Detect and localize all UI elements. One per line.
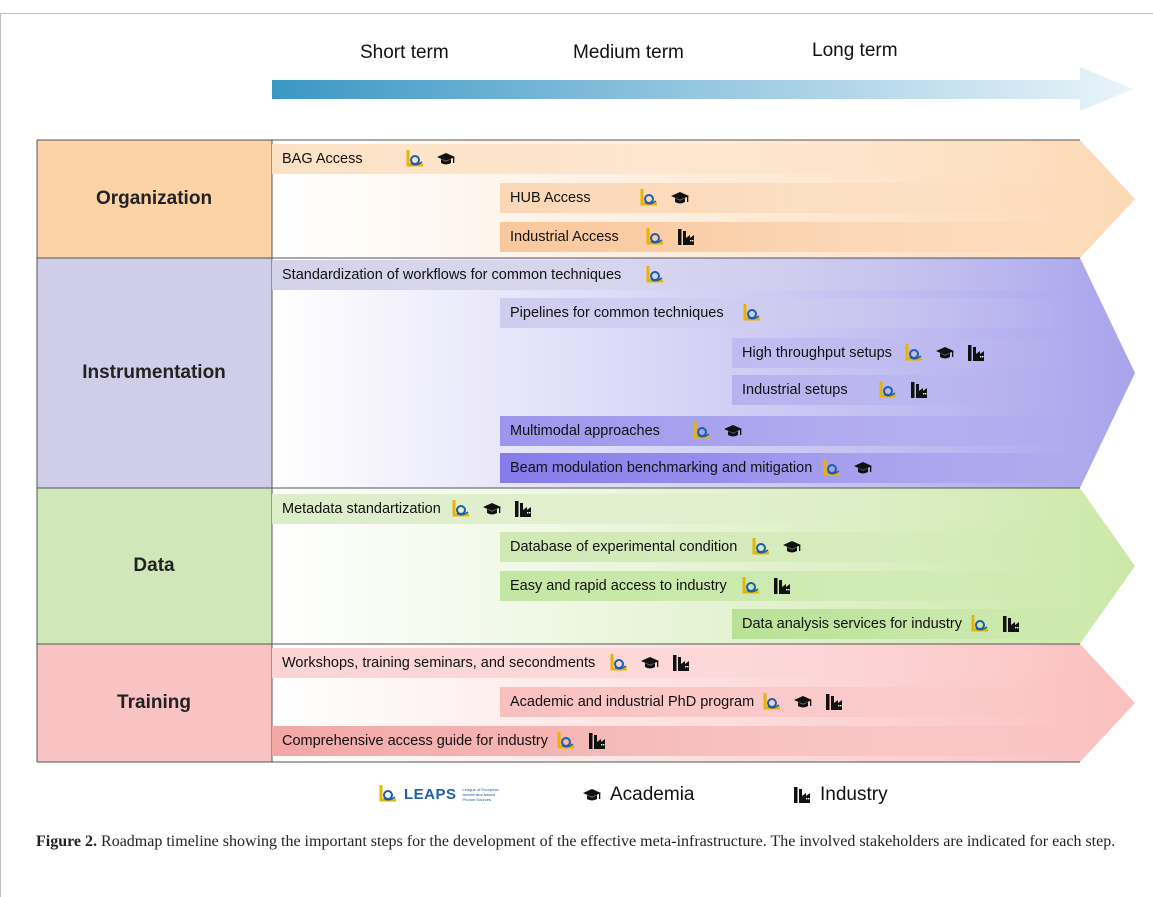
roadmap-diagram: Organization Instrumentation Data Traini… — [36, 139, 1135, 763]
phase-short-term: Short term — [360, 42, 449, 63]
industry-icon — [966, 343, 986, 363]
step-label: Academic and industrial PhD program — [510, 694, 755, 710]
academia-icon — [935, 343, 955, 363]
frame-top-border — [0, 13, 1153, 14]
industry-icon — [676, 227, 696, 247]
step-beam-modulation: Beam modulation benchmarking and mitigat… — [500, 453, 1080, 483]
step-label: Multimodal approaches — [510, 423, 660, 439]
step-label: Standardization of workflows for common … — [282, 267, 622, 283]
academia-icon — [436, 149, 456, 169]
legend-industry: Industry — [792, 784, 888, 806]
industry-icon — [909, 380, 929, 400]
category-label-cell — [37, 140, 272, 258]
industry-icon — [1001, 614, 1021, 634]
step-hub-access: HUB Access — [500, 183, 1080, 213]
leaps-tagline: League of European Accelerator-based Pho… — [462, 786, 499, 802]
step-bag-access: BAG Access — [272, 144, 1080, 174]
leaps-wordmark: LEAPS — [404, 785, 457, 803]
leaps-icon — [751, 537, 771, 557]
step-workshops: Workshops, training seminars, and second… — [272, 648, 1080, 678]
legend-industry-label: Industry — [820, 784, 888, 805]
legend-academia-label: Academia — [610, 784, 695, 805]
category-data: Data — [133, 555, 175, 576]
step-label: Pipelines for common techniques — [510, 305, 724, 321]
industry-icon — [671, 653, 691, 673]
academia-icon — [793, 692, 813, 712]
figure-caption: Figure 2. Roadmap timeline showing the i… — [36, 831, 1126, 852]
leaps-icon — [556, 731, 576, 751]
academia-icon — [782, 537, 802, 557]
step-label: High throughput setups — [742, 345, 892, 361]
industry-icon — [792, 785, 812, 805]
leaps-icon — [451, 499, 471, 519]
legend-leaps: LEAPS League of European Accelerator-bas… — [378, 784, 507, 804]
step-label: Industrial setups — [742, 382, 848, 398]
step-label: Comprehensive access guide for industry — [282, 733, 548, 749]
category-training: Training — [117, 692, 191, 713]
industry-icon — [772, 576, 792, 596]
step-data-analysis-services: Data analysis services for industry — [732, 609, 1080, 639]
leaps-icon — [645, 227, 665, 247]
step-label: Beam modulation benchmarking and mitigat… — [510, 460, 813, 476]
industry-icon — [587, 731, 607, 751]
academia-icon — [640, 653, 660, 673]
academia-icon — [853, 458, 873, 478]
academia-icon — [723, 421, 743, 441]
step-industrial-setups: Industrial setups — [732, 375, 1080, 405]
legend-academia: Academia — [582, 784, 695, 806]
step-pipelines: Pipelines for common techniques — [500, 298, 1080, 328]
academia-icon — [670, 188, 690, 208]
phase-medium-term: Medium term — [573, 42, 684, 63]
phase-long-term: Long term — [812, 40, 898, 61]
step-database-experimental-condition: Database of experimental condition — [500, 532, 1080, 562]
category-label-cell — [37, 258, 272, 488]
step-standardization-workflows: Standardization of workflows for common … — [272, 260, 1080, 290]
step-easy-rapid-access: Easy and rapid access to industry — [500, 571, 1080, 601]
step-label: Workshops, training seminars, and second… — [282, 655, 596, 671]
leaps-icon — [878, 380, 898, 400]
timeline-arrow — [272, 67, 1133, 110]
category-arrow-band — [272, 488, 1135, 644]
leaps-icon — [762, 692, 782, 712]
leaps-icon — [645, 265, 665, 285]
leaps-icon — [904, 343, 924, 363]
frame-left-border — [0, 13, 1, 897]
step-high-throughput-setups: High throughput setups — [732, 338, 1080, 368]
step-comprehensive-access-guide: Comprehensive access guide for industry — [272, 726, 1080, 756]
step-multimodal-approaches: Multimodal approaches — [500, 416, 1080, 446]
step-label: Metadata standartization — [282, 501, 441, 517]
leaps-icon — [405, 149, 425, 169]
step-label: Database of experimental condition — [510, 539, 738, 555]
leaps-icon — [742, 303, 762, 323]
step-label: Easy and rapid access to industry — [510, 578, 727, 594]
industry-icon — [513, 499, 533, 519]
category-label-cell — [37, 644, 272, 762]
category-label-cell — [37, 488, 272, 644]
step-label: Data analysis services for industry — [742, 616, 962, 632]
leaps-icon — [639, 188, 659, 208]
step-industrial-access: Industrial Access — [500, 222, 1080, 252]
step-label: Industrial Access — [510, 229, 619, 245]
step-phd-program: Academic and industrial PhD program — [500, 687, 1080, 717]
category-organization: Organization — [95, 188, 213, 209]
academia-icon — [482, 499, 502, 519]
leaps-logo-icon — [378, 784, 398, 804]
step-label: BAG Access — [282, 151, 363, 167]
industry-icon — [824, 692, 844, 712]
leaps-icon — [970, 614, 990, 634]
category-instrumentation: Instrumentation — [82, 362, 226, 383]
leaps-icon — [609, 653, 629, 673]
leaps-icon — [822, 458, 842, 478]
step-metadata-standartization: Metadata standartization — [272, 494, 1080, 524]
step-label: HUB Access — [510, 190, 591, 206]
caption-text: Roadmap timeline showing the important s… — [97, 833, 1116, 850]
leaps-icon — [692, 421, 712, 441]
academia-icon — [582, 785, 602, 805]
caption-label: Figure 2. — [36, 833, 98, 850]
leaps-icon — [741, 576, 761, 596]
